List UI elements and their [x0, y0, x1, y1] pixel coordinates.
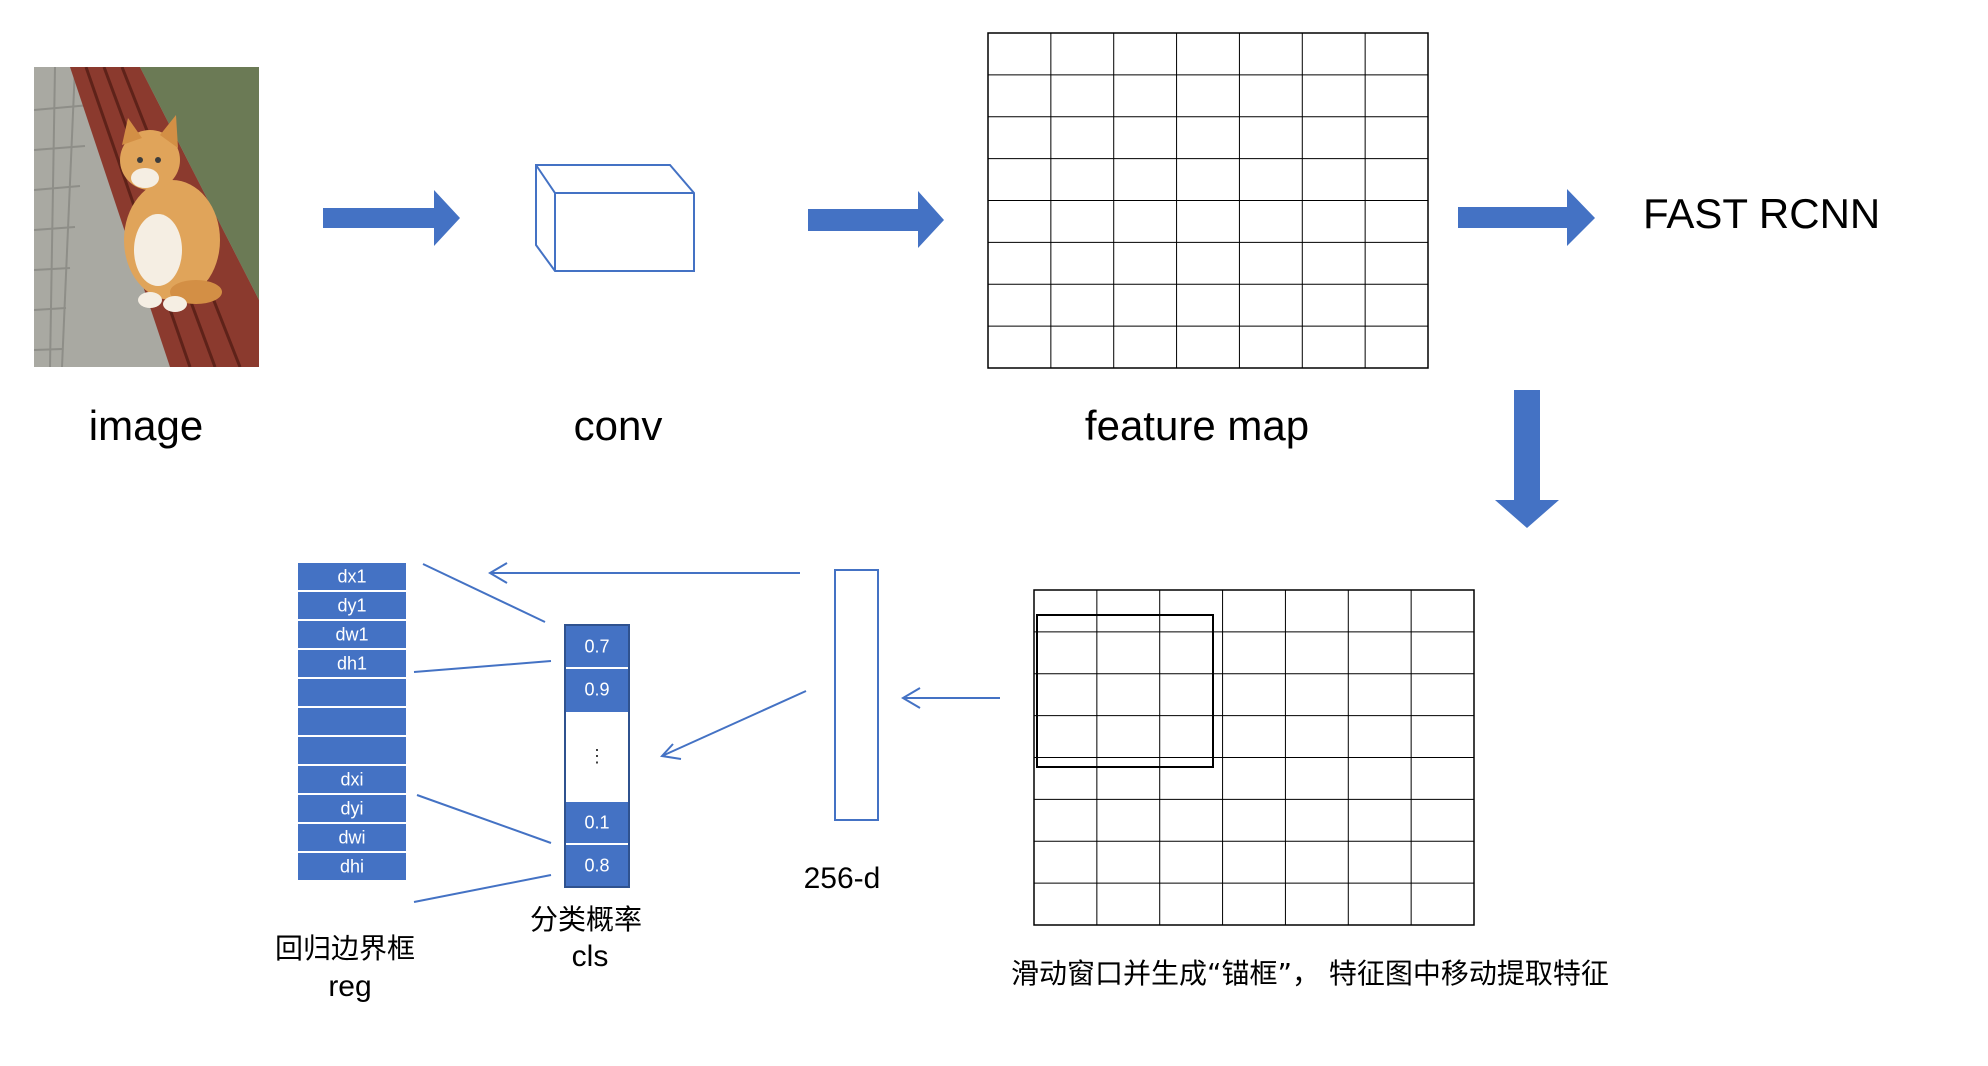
cls-column: 0.7 0.9 ⋮ 0.1 0.8 — [564, 624, 630, 888]
arrow-vector-to-cls-head — [660, 743, 682, 760]
reg-column: dx1 dy1 dw1 dh1 dxi dyi dwi dhi — [296, 561, 408, 882]
reg-cell-text: dx1 — [337, 567, 366, 587]
reg-cell — [296, 793, 408, 824]
connector-dh1 — [413, 660, 552, 673]
arrow-image-to-conv — [323, 190, 460, 246]
sliding-window-caption: 滑动窗口并生成“锚框”， 特征图中移动提取特征 — [1011, 957, 1609, 990]
arrow-conv-to-feature-map — [808, 191, 944, 248]
reg-cell-text: dw1 — [335, 625, 368, 645]
reg-cell-text: dxi — [340, 770, 363, 790]
reg-cell-text: dyi — [340, 799, 363, 819]
connector-dx1 — [422, 563, 546, 623]
cat-photo-icon — [34, 67, 259, 367]
reg-cell — [296, 822, 408, 853]
reg-cell-text: dy1 — [337, 596, 366, 616]
conv-label: conv — [574, 402, 663, 449]
cls-column-border — [564, 624, 630, 888]
sliding-window-grid — [1033, 589, 1475, 926]
feature-vector-256d — [834, 569, 879, 821]
reg-cell-text: dhi — [340, 857, 364, 877]
vector-label: 256-d — [804, 862, 881, 895]
cls-cell-text: ⋮ — [588, 746, 606, 766]
cls-title-cn: 分类概率 — [530, 903, 642, 936]
image-label: image — [89, 402, 203, 449]
cls-cell-text: 0.9 — [584, 680, 609, 700]
reg-cell — [296, 735, 408, 766]
reg-cell — [296, 590, 408, 621]
reg-cell — [296, 706, 408, 737]
reg-cell — [296, 677, 408, 708]
cls-cell-text: 0.8 — [584, 856, 609, 876]
feature-map-grid — [987, 32, 1429, 369]
reg-title-en: reg — [328, 970, 371, 1003]
reg-cell — [296, 648, 408, 679]
fast-rcnn-label: FAST RCNN — [1643, 190, 1880, 237]
connector-dhi — [413, 874, 552, 903]
cls-cell — [564, 624, 630, 669]
arrow-vector-to-cls — [661, 690, 807, 757]
anchor-window — [1036, 614, 1214, 768]
arrow-feature-map-down — [1495, 390, 1559, 528]
cls-cell-text: 0.7 — [584, 637, 609, 657]
reg-cell-text: dwi — [338, 828, 365, 848]
arrow-grid-to-vector-head — [901, 687, 921, 709]
reg-cell — [296, 561, 408, 592]
reg-cell-text: dh1 — [337, 654, 367, 674]
connector-dxi — [416, 794, 552, 844]
cls-cell-text: 0.1 — [584, 813, 609, 833]
arrow-feature-map-to-fast-rcnn — [1458, 189, 1595, 246]
cls-title-en: cls — [572, 940, 609, 973]
reg-title-cn: 回归边界框 — [275, 932, 415, 965]
conv-cuboid-icon — [535, 164, 695, 272]
feature-map-label: feature map — [1085, 402, 1309, 449]
reg-cell — [296, 851, 408, 882]
arrow-vector-to-reg-head — [488, 562, 508, 584]
